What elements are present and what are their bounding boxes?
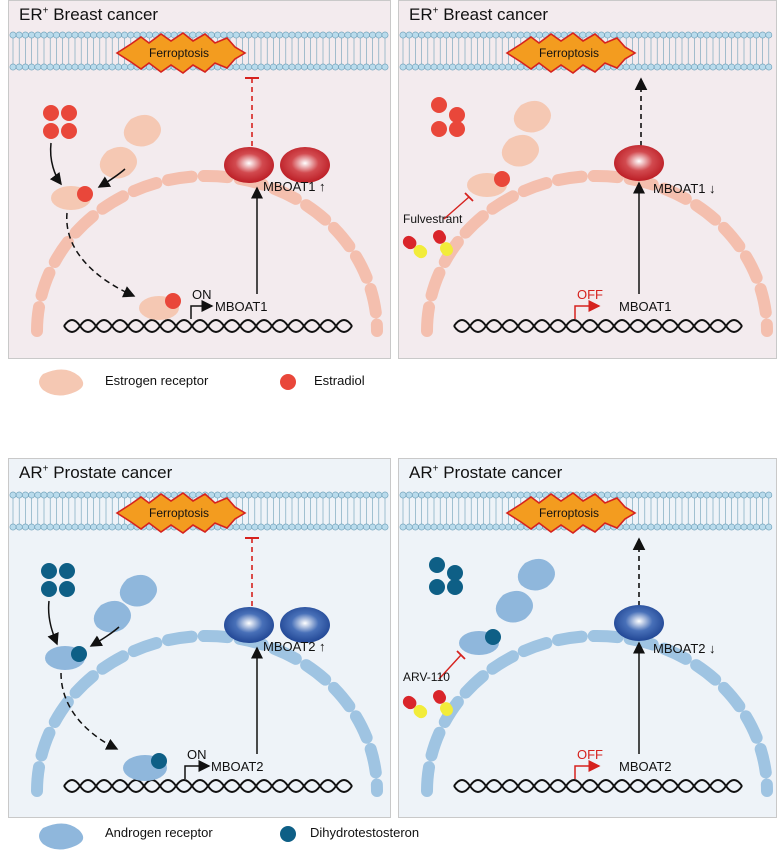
panel-title: AR+ Prostate cancer <box>19 463 173 482</box>
legend-ligand-label: Dihydrotestosteron <box>310 825 420 840</box>
panel-title: AR+ Prostate cancer <box>409 463 563 482</box>
bound-receptor-on-dna <box>123 753 167 781</box>
nucleus-envelope <box>421 170 773 337</box>
androgen-receptor-icon <box>39 823 84 850</box>
switch-label: OFF <box>577 287 603 302</box>
panel-title: ER+ Breast cancer <box>19 5 159 24</box>
binding-arrow-2 <box>97 168 126 188</box>
capsule-icon <box>402 690 453 719</box>
ferroptosis-burst: Ferroptosis <box>505 32 637 74</box>
binding-arrow <box>49 142 62 186</box>
panel-diagram: Ferroptosis Fulvestrant <box>399 31 773 337</box>
estrogen-receptor-icon <box>501 100 551 167</box>
binding-arrow <box>47 600 59 646</box>
panel-er-breast-on: ER+ Breast cancer Ferroptosis <box>8 0 391 359</box>
drug-label: ARV-110 <box>403 670 450 684</box>
drug-label: Fulvestrant <box>403 212 463 226</box>
legend-ligand-label: Estradiol <box>314 373 365 388</box>
nucleus-envelope <box>31 170 383 337</box>
receptor-ligand-complex <box>51 186 93 210</box>
transcription-switch: OFF MBOAT1 <box>574 287 672 319</box>
nucleus-envelope <box>421 630 773 797</box>
switch-label: OFF <box>577 747 603 762</box>
gene-name: MBOAT2 <box>619 759 672 774</box>
receptor-ligand-complex <box>467 171 510 197</box>
estrogen-receptor-icon <box>39 369 84 396</box>
dihydrotestosteron-icon <box>280 826 296 842</box>
panel-diagram: Ferroptosis O <box>9 31 389 337</box>
estradiol-cluster <box>431 97 465 137</box>
ferroptosis-label: Ferroptosis <box>539 506 599 520</box>
receptor-ligand-complex <box>45 646 87 670</box>
cell-membrane <box>399 491 773 531</box>
panel-diagram: Ferroptosis ARV-110 <box>399 491 773 797</box>
ferroptosis-burst: Ferroptosis <box>115 492 247 534</box>
legend-receptor-label: Androgen receptor <box>105 825 213 840</box>
estradiol-icon <box>280 374 296 390</box>
enzyme-change-arrow: ↑ <box>319 179 326 194</box>
dna-helix <box>63 779 353 793</box>
ferroptosis-burst: Ferroptosis <box>115 32 247 74</box>
enzyme-label: MBOAT2 <box>263 639 316 654</box>
ferroptosis-label: Ferroptosis <box>539 46 599 60</box>
dihydrotestosteron-cluster <box>429 557 463 595</box>
dna-helix <box>453 779 743 793</box>
enzyme-change-arrow: ↑ <box>319 639 326 654</box>
enzyme-label: MBOAT1 <box>263 179 316 194</box>
panel-ar-prostate-off: AR+ Prostate cancer Ferroptosis ARV-110 <box>398 458 777 818</box>
switch-label: ON <box>187 747 207 762</box>
drug-inhibition <box>438 650 466 680</box>
legend-receptor-label: Estrogen receptor <box>105 373 209 388</box>
mboat-enzyme <box>614 605 664 641</box>
drug-inhibition <box>443 192 474 220</box>
enzyme-change-arrow: ↓ <box>709 641 716 656</box>
dna-helix <box>453 319 743 333</box>
ferroptosis-label: Ferroptosis <box>149 46 209 60</box>
inhibition-line <box>245 77 259 149</box>
gene-name: MBOAT1 <box>619 299 672 314</box>
transcription-switch: ON MBOAT1 <box>190 287 268 319</box>
panel-diagram: Ferroptosis O <box>9 491 389 797</box>
mboat-enzyme <box>224 607 330 643</box>
nucleus-envelope <box>31 630 383 797</box>
panel-er-breast-off: ER+ Breast cancer Ferroptosis Fulvestran… <box>398 0 777 359</box>
dihydrotestosteron-cluster <box>41 563 75 597</box>
gene-name: MBOAT2 <box>211 759 264 774</box>
enzyme-label: MBOAT2 <box>653 641 706 656</box>
enzyme-label: MBOAT1 <box>653 181 706 196</box>
bound-receptor-on-dna <box>139 293 181 320</box>
binding-arrow-2 <box>89 626 120 647</box>
receptor-ligand-complex <box>459 629 501 655</box>
enzyme-change-arrow: ↓ <box>709 181 716 196</box>
ferroptosis-burst: Ferroptosis <box>505 492 637 534</box>
transcription-switch: OFF MBOAT2 <box>574 747 672 779</box>
mboat-enzyme <box>614 145 664 181</box>
capsule-icon <box>402 230 453 259</box>
translocation-arrow <box>66 212 136 298</box>
estrogen-receptor-icon <box>99 114 161 179</box>
estradiol-cluster <box>43 105 77 139</box>
transcription-switch: ON MBOAT2 <box>184 747 264 779</box>
androgen-receptor-icon <box>93 574 157 633</box>
androgen-receptor-icon <box>495 558 555 623</box>
dna-helix <box>63 319 353 333</box>
gene-name: MBOAT1 <box>215 299 268 314</box>
panel-ar-prostate-on: AR+ Prostate cancer Ferroptosis <box>8 458 391 818</box>
mboat-enzyme <box>224 147 330 183</box>
ferroptosis-label: Ferroptosis <box>149 506 209 520</box>
panel-title: ER+ Breast cancer <box>409 5 549 24</box>
switch-label: ON <box>192 287 212 302</box>
inhibition-line <box>245 537 259 609</box>
